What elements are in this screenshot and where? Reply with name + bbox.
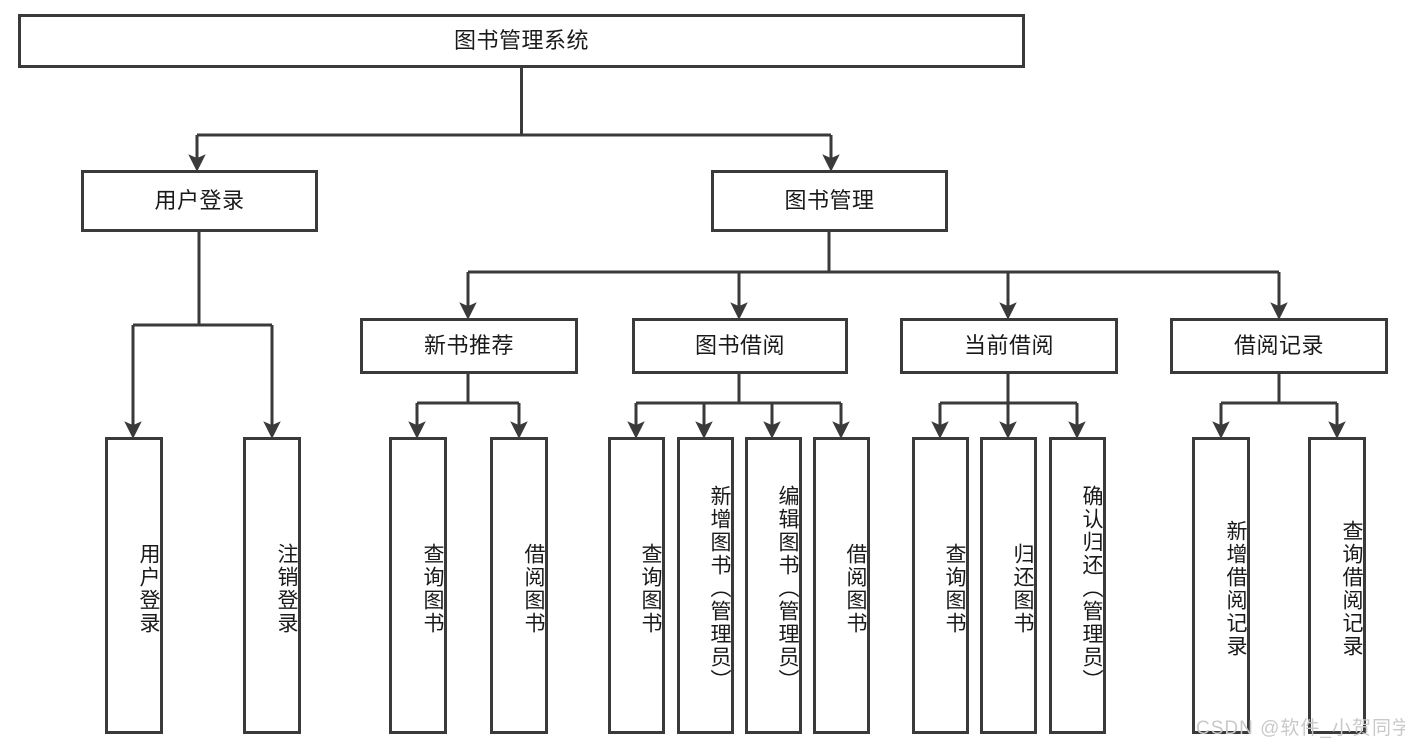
node-label: 用户登录	[154, 188, 245, 214]
node-new-book-recommend[interactable]: 新书推荐	[360, 318, 578, 374]
node-leaf-newbook-borrow[interactable]: 借阅图书	[490, 437, 548, 734]
node-label: 查询借阅记录	[1340, 519, 1363, 658]
node-label: 图书管理	[784, 188, 875, 214]
node-leaf-record-query[interactable]: 查询借阅记录	[1308, 437, 1366, 734]
node-label: 用户登录	[137, 542, 160, 635]
node-leaf-borrow-query[interactable]: 查询图书	[608, 437, 665, 734]
node-root-book-management-system[interactable]: 图书管理系统	[18, 14, 1025, 68]
node-label: 借阅记录	[1233, 333, 1324, 359]
node-leaf-current-query[interactable]: 查询图书	[912, 437, 969, 734]
node-label: 注销登录	[275, 542, 298, 635]
node-book-management[interactable]: 图书管理	[711, 170, 948, 232]
node-label: 新增借阅记录	[1224, 519, 1247, 658]
node-label: 当前借阅	[963, 333, 1054, 359]
node-label: 查询图书	[639, 542, 662, 635]
node-leaf-newbook-query[interactable]: 查询图书	[389, 437, 447, 734]
node-borrow-record[interactable]: 借阅记录	[1170, 318, 1388, 374]
node-label: 归还图书	[1011, 542, 1034, 635]
node-label: 借阅图书	[844, 542, 867, 635]
node-leaf-borrow-edit[interactable]: 编辑图书（管理员）	[745, 437, 802, 734]
node-leaf-borrow-borrow[interactable]: 借阅图书	[813, 437, 870, 734]
csdn-watermark: CSDN @软件_小贺同学	[1196, 718, 1405, 739]
node-label: 新书推荐	[423, 333, 514, 359]
node-label: 图书借阅	[694, 333, 785, 359]
node-leaf-current-return[interactable]: 归还图书	[980, 437, 1037, 734]
node-book-borrow[interactable]: 图书借阅	[632, 318, 848, 374]
node-label: 图书管理系统	[453, 28, 589, 54]
node-leaf-user-logout[interactable]: 注销登录	[243, 437, 301, 734]
node-current-borrow[interactable]: 当前借阅	[900, 318, 1118, 374]
node-user-login[interactable]: 用户登录	[81, 170, 318, 232]
node-label: 查询图书	[943, 542, 966, 635]
node-label: 编辑图书（管理员）	[776, 485, 799, 692]
node-leaf-record-add[interactable]: 新增借阅记录	[1192, 437, 1250, 734]
node-label: 借阅图书	[522, 542, 545, 635]
node-leaf-borrow-add[interactable]: 新增图书（管理员）	[677, 437, 734, 734]
node-label: 查询图书	[421, 542, 444, 635]
node-leaf-user-login[interactable]: 用户登录	[105, 437, 163, 734]
node-label: 确认归还（管理员）	[1080, 485, 1103, 692]
node-leaf-current-confirm-return[interactable]: 确认归还（管理员）	[1049, 437, 1106, 734]
node-label: 新增图书（管理员）	[708, 485, 731, 692]
